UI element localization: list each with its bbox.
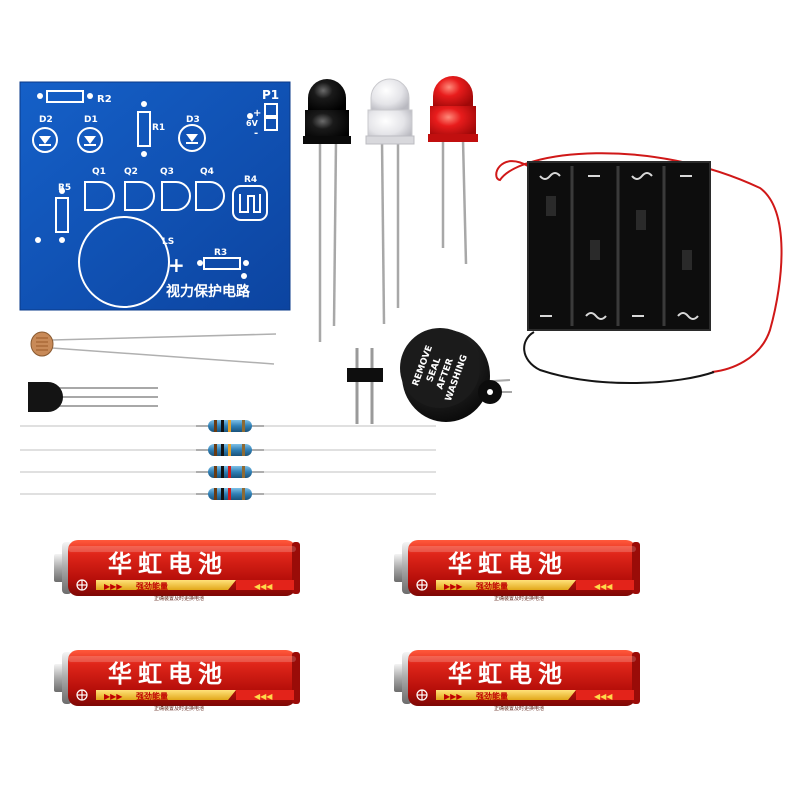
battery-fine-print: 正确装置及时更换电池 <box>154 595 204 602</box>
resistor <box>196 466 264 478</box>
label-ls: LS <box>162 237 174 247</box>
label-r3: R3 <box>214 248 227 258</box>
pcb-board: R2 P1 + 6V - D2 D1 R1 D3 Q1 Q2 Q3 Q4 R5 … <box>19 81 291 311</box>
label-p1: P1 <box>262 88 279 102</box>
label-r5: R5 <box>58 183 71 193</box>
label-r1: R1 <box>152 123 165 133</box>
battery-aa: 华虹电池 强劲能量 正确装置及时更换电池 <box>393 539 641 602</box>
resistor-strip <box>20 420 436 500</box>
battery-strip-text: 强劲能量 <box>136 581 168 591</box>
transistor-to92 <box>28 382 158 412</box>
label-q4: Q4 <box>200 167 214 177</box>
label-d1: D1 <box>84 115 98 125</box>
label-d2: D2 <box>39 115 53 125</box>
battery-brand: 华虹电池 <box>108 660 228 688</box>
label-r2: R2 <box>97 94 112 105</box>
pcb-title: 视力保护电路 <box>166 283 251 300</box>
label-plus: + <box>253 108 261 119</box>
battery-strip-text: 强劲能量 <box>476 581 508 591</box>
label-r4: R4 <box>244 175 257 185</box>
label-d3: D3 <box>186 115 200 125</box>
led-black <box>303 79 351 342</box>
resistor <box>196 444 264 456</box>
battery-strip-text: 强劲能量 <box>136 691 168 701</box>
battery-aa: 华虹电池 强劲能量 正确装置及时更换电池 <box>53 539 301 602</box>
led-white <box>365 78 415 325</box>
battery-brand: 华虹电池 <box>108 550 228 578</box>
battery-fine-print: 正确装置及时更换电池 <box>154 705 204 712</box>
battery-aa: 华虹电池 强劲能量 正确装置及时更换电池 <box>393 649 641 712</box>
buzzer: REMOVE SEAL AFTER WASHING <box>400 328 512 422</box>
photoresistor <box>30 331 277 365</box>
battery-fine-print: 正确装置及时更换电池 <box>494 705 544 712</box>
label-ls-plus: + <box>168 253 185 277</box>
battery-fine-print: 正确装置及时更换电池 <box>494 595 544 602</box>
battery-aa: 华虹电池 强劲能量 正确装置及时更换电池 <box>53 649 301 712</box>
label-q1: Q1 <box>92 167 106 177</box>
led-red <box>428 76 478 265</box>
label-q2: Q2 <box>124 167 138 177</box>
battery-holder-4xaa <box>495 152 783 384</box>
resistor <box>196 488 264 500</box>
label-q3: Q3 <box>160 167 174 177</box>
battery-strip-text: 强劲能量 <box>476 691 508 701</box>
resistor <box>196 420 264 432</box>
battery-brand: 华虹电池 <box>448 550 568 578</box>
label-minus: - <box>254 128 258 139</box>
pin-header-2pin <box>347 348 383 424</box>
label-6v: 6V <box>246 119 259 128</box>
battery-brand: 华虹电池 <box>448 660 568 688</box>
